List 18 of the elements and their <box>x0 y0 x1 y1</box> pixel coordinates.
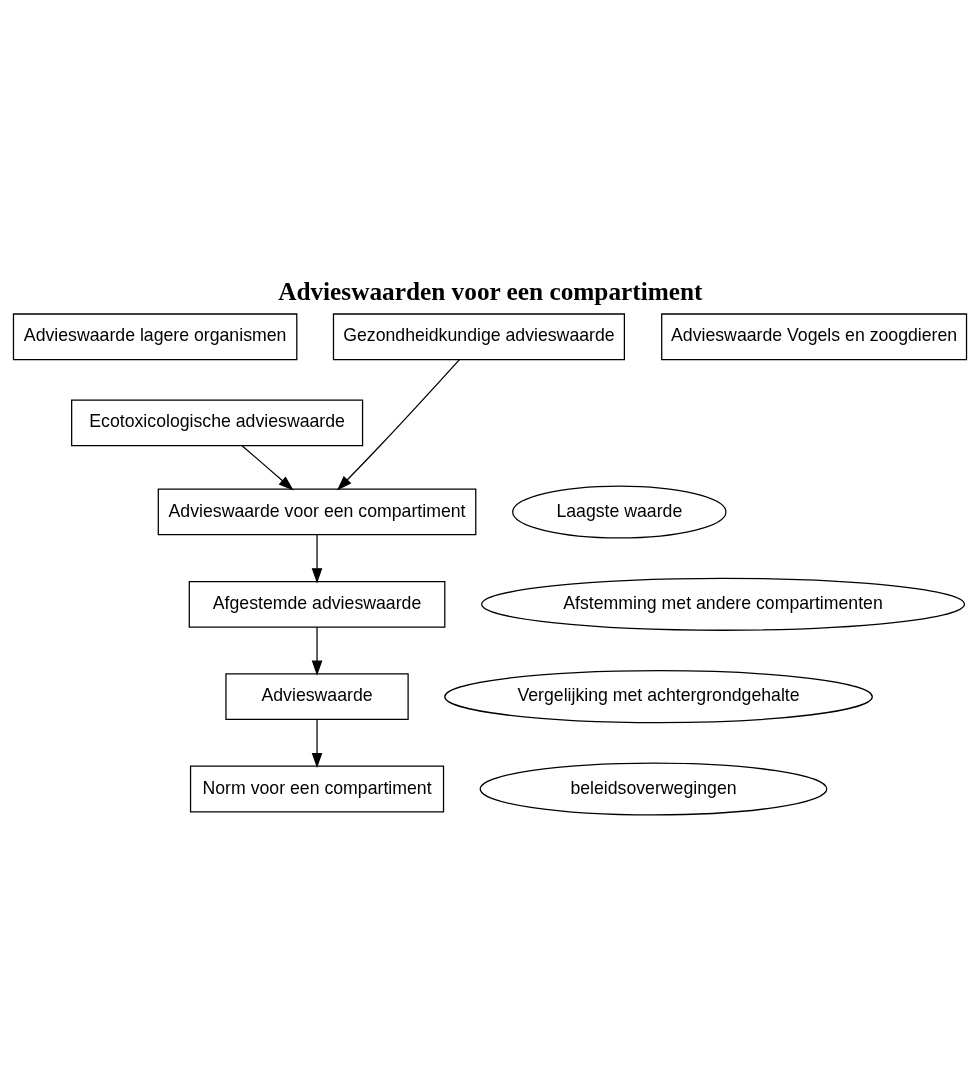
node-box: Afgestemde advieswaarde <box>188 580 446 628</box>
arrow <box>336 359 461 491</box>
arrow <box>311 719 323 769</box>
node-ellipse: beleidsoverwegingen <box>479 762 828 816</box>
arrow <box>311 626 323 676</box>
diagram-title: Advieswaarden voor een compartiment <box>278 277 703 306</box>
node-ellipse: Afstemming met andere compartimenten <box>481 577 966 631</box>
node-box: Advieswaarde lagere organismen <box>12 313 298 361</box>
node-box: Advieswaarde <box>225 673 409 721</box>
node-box: Advieswaarde Vogels en zoogdieren <box>661 313 968 361</box>
arrow <box>311 534 323 584</box>
node-ellipse: Laagste waarde <box>512 485 727 539</box>
node-ellipse: Vergelijking met achtergrondgehalte <box>444 670 873 724</box>
node-box: Gezondheidkundige advieswaarde <box>332 313 625 361</box>
arrow <box>241 445 294 491</box>
node-box: Advieswaarde voor een compartiment <box>157 488 477 536</box>
node-box: Ecotoxicologische advieswaarde <box>71 399 364 447</box>
node-box: Norm voor een compartiment <box>189 765 445 813</box>
